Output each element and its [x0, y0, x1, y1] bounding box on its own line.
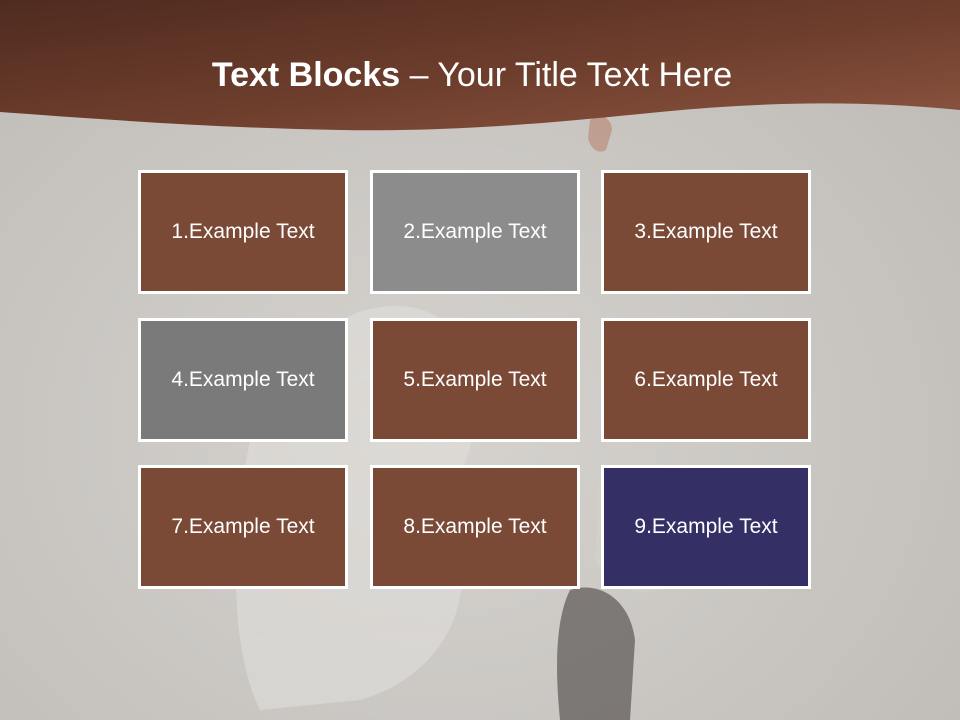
text-block-label: 6.Example Text — [634, 368, 778, 391]
text-block-7[interactable]: 7.Example Text — [138, 465, 348, 589]
text-block-6[interactable]: 6.Example Text — [601, 318, 811, 442]
text-block-label: 3.Example Text — [634, 220, 778, 243]
text-block-3[interactable]: 3.Example Text — [601, 170, 811, 294]
text-block-4[interactable]: 4.Example Text — [138, 318, 348, 442]
slide-title: Text Blocks – Your Title Text Here — [0, 52, 944, 98]
text-block-9[interactable]: 9.Example Text — [601, 465, 811, 589]
text-block-label: 5.Example Text — [403, 368, 547, 391]
text-block-5[interactable]: 5.Example Text — [370, 318, 580, 442]
text-block-1[interactable]: 1.Example Text — [138, 170, 348, 294]
text-block-2[interactable]: 2.Example Text — [370, 170, 580, 294]
text-block-label: 4.Example Text — [171, 368, 315, 391]
text-block-label: 7.Example Text — [171, 515, 315, 538]
text-block-label: 9.Example Text — [634, 515, 778, 538]
text-block-label: 2.Example Text — [403, 220, 547, 243]
text-block-8[interactable]: 8.Example Text — [370, 465, 580, 589]
title-dash: – — [400, 56, 438, 94]
title-rest: Your Title Text Here — [437, 56, 733, 94]
title-bold-part: Text Blocks — [211, 56, 401, 94]
text-block-label: 1.Example Text — [171, 220, 315, 243]
header-banner — [0, 0, 960, 131]
text-block-label: 8.Example Text — [403, 515, 547, 538]
text-block-grid: 1.Example Text 2.Example Text 3.Example … — [138, 170, 816, 594]
